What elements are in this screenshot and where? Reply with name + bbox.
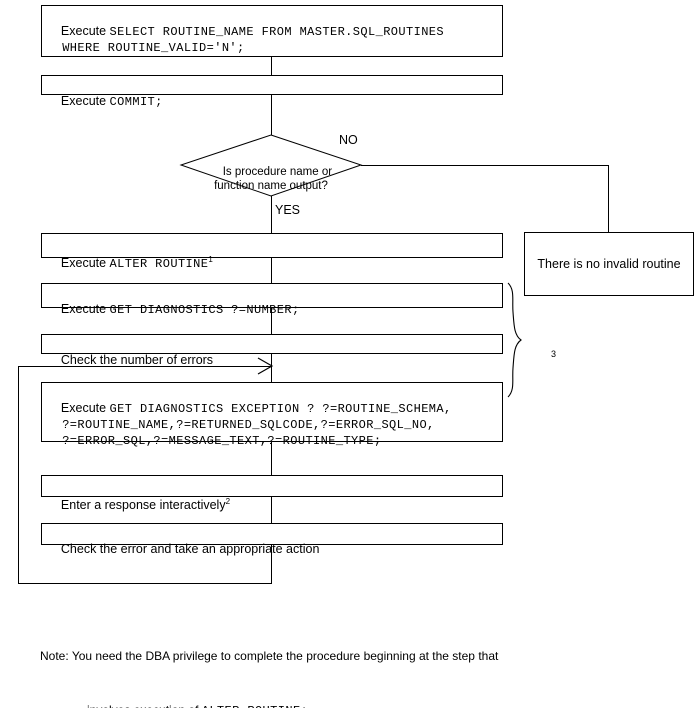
decision-yes-label: YES	[275, 203, 300, 217]
node-execute-select: Execute SELECT ROUTINE_NAME FROM MASTER.…	[41, 5, 503, 57]
connector-select-to-commit	[271, 57, 272, 75]
note-label: Note:	[40, 649, 72, 663]
loop-left-vertical	[18, 366, 19, 584]
connector-exception-to-enterresponse	[271, 442, 272, 475]
brace-footnote-marker-text: 3	[551, 349, 557, 359]
decision-label-line1: Is procedure name or	[222, 166, 333, 178]
grouping-brace	[507, 282, 522, 398]
node-check-number-of-errors: Check the number of errors	[41, 334, 503, 367]
decision-no-text: NO	[339, 133, 358, 147]
connector-checkerror-down	[271, 545, 272, 583]
node-execute-alter-routine: Execute ALTER ROUTINE1	[41, 233, 503, 271]
connector-getdiag-to-checknumber	[271, 308, 272, 334]
node-exception-code-line2: ?=ROUTINE_NAME,?=RETURNED_SQLCODE,?=ERRO…	[47, 418, 435, 432]
loop-bottom-horizontal	[18, 583, 272, 584]
node-alter-code: ALTER ROUTINE	[109, 257, 209, 272]
note-line-2-code: ALTER ROUTINE;	[202, 704, 308, 708]
node-check-number-text: Check the number of errors	[60, 353, 214, 367]
node-execute-commit: Execute COMMIT;	[41, 75, 503, 109]
note-line-1-text: You need the DBA privilege to complete t…	[71, 649, 499, 663]
connector-enterresponse-to-checkerror	[271, 497, 272, 523]
note-line-2: involves execution of ALTER ROUTINE;.	[40, 701, 680, 708]
node-execute-get-diagnostics-number: Execute GET DIAGNOSTICS ?=NUMBER;	[41, 283, 503, 317]
node-enter-response-text: Enter a response interactively	[60, 498, 226, 513]
connector-decision-no-vertical	[608, 165, 609, 232]
connector-alter-to-getdiag	[271, 258, 272, 283]
node-enter-response-footnote-marker: 2	[225, 497, 231, 506]
connector-decision-no-horizontal	[361, 165, 609, 166]
decision-label: Is procedure name or function name output…	[181, 151, 361, 207]
node-no-invalid-routine-text: There is no invalid routine	[537, 256, 681, 271]
connector-decision-yes	[271, 196, 272, 233]
decision-label-line2: function name output?	[214, 180, 328, 192]
node-execute-select-code-line2: WHERE ROUTINE_VALID='N';	[47, 41, 245, 55]
node-execute-select-prefix: Execute	[60, 24, 110, 38]
decision-yes-text: YES	[275, 203, 301, 217]
node-no-invalid-routine: There is no invalid routine	[524, 232, 694, 296]
node-execute-get-diagnostics-exception: Execute GET DIAGNOSTICS EXCEPTION ? ?=RO…	[41, 382, 503, 448]
brace-footnote-marker: 3	[541, 333, 556, 375]
note-line-1: Note: You need the DBA privilege to comp…	[40, 647, 680, 665]
connector-checknumber-to-exception	[271, 354, 272, 382]
node-check-error-text: Check the error and take an appropriate …	[60, 542, 320, 556]
node-execute-commit-prefix: Execute	[60, 94, 110, 108]
connector-commit-to-decision	[271, 95, 272, 135]
decision-no-label: NO	[339, 133, 358, 147]
node-enter-response: Enter a response interactively2	[41, 475, 503, 512]
node-exception-code-line3: ?=ERROR_SQL,?=MESSAGE_TEXT,?=ROUTINE_TYP…	[47, 434, 382, 448]
node-getdiag-code: GET DIAGNOSTICS ?=NUMBER;	[109, 303, 300, 317]
node-exception-prefix: Execute	[60, 401, 110, 415]
notes-block: Note: You need the DBA privilege to comp…	[40, 611, 680, 708]
node-getdiag-prefix: Execute	[60, 302, 110, 316]
node-alter-prefix: Execute	[60, 256, 110, 271]
node-execute-commit-code: COMMIT;	[109, 95, 163, 109]
loop-top-horizontal	[18, 366, 272, 367]
node-alter-footnote-marker: 1	[208, 255, 213, 264]
note-line-2-pre: involves execution of	[87, 703, 202, 708]
note-line-2-post: .	[308, 703, 311, 708]
node-execute-select-code-line1: SELECT ROUTINE_NAME FROM MASTER.SQL_ROUT…	[109, 25, 444, 39]
node-check-error-action: Check the error and take an appropriate …	[41, 523, 503, 556]
node-exception-code-line1: GET DIAGNOSTICS EXCEPTION ? ?=ROUTINE_SC…	[109, 402, 452, 416]
